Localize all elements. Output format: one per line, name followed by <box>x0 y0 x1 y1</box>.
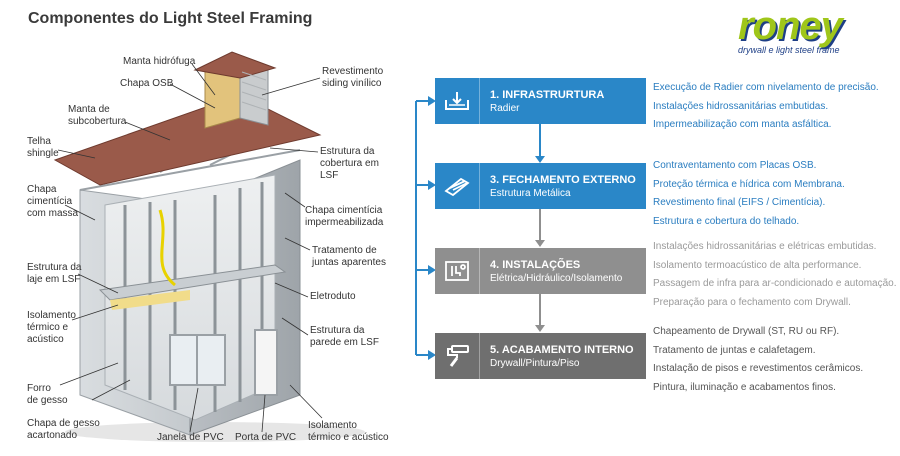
leader-lines <box>57 63 323 433</box>
label-janela-pvc: Janela de PVC <box>157 432 224 443</box>
door <box>254 329 278 396</box>
conduit <box>158 209 176 287</box>
label-porta-pvc: Porta de PVC <box>235 432 297 443</box>
tower-roof <box>193 51 277 79</box>
step-3-details: Contraventamento com Placas OSB.Proteção… <box>653 160 845 227</box>
label-manta-hidrofuga: Manta hidrófuga <box>123 56 196 67</box>
foundation-icon <box>435 78 480 124</box>
insulation <box>110 290 190 310</box>
step-5-details: Chapeamento de Drywall (ST, RU ou RF).Tr… <box>653 326 864 393</box>
logo-word: roney <box>738 4 843 48</box>
step-1-details: Execução de Radier com nivelamento de pr… <box>653 82 879 131</box>
house-cutaway-illustration <box>53 51 365 442</box>
paint-roller-icon <box>435 333 480 379</box>
floor-slab <box>98 264 287 301</box>
steel-frame-icon <box>435 163 480 209</box>
installations-icon <box>435 248 480 294</box>
logo-tagline: drywall e light steel frame <box>738 45 840 55</box>
page-title: Componentes do Light Steel Framing <box>28 10 313 27</box>
label-eletroduto: Eletroduto <box>310 291 356 302</box>
label-chapa-osb: Chapa OSB <box>120 78 174 89</box>
roney-logo: roney drywall e light steel frame <box>730 4 890 58</box>
step-4-details: Instalações hidrossanitárias e elétricas… <box>653 241 897 308</box>
ground-shadow <box>65 422 365 442</box>
